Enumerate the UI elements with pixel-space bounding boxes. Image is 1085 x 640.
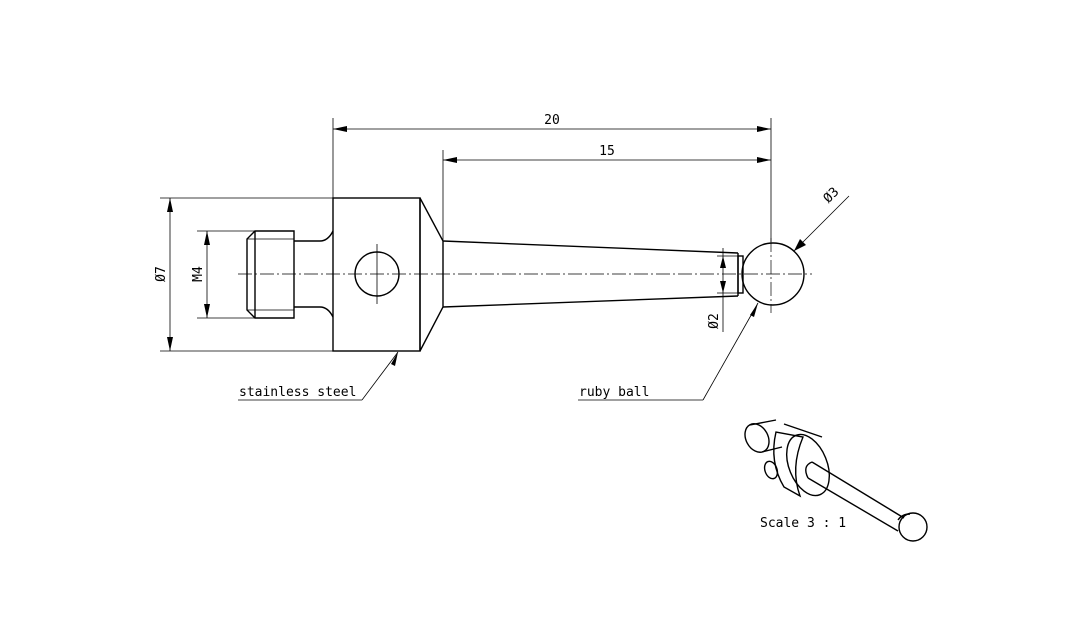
leader-ruby-ball xyxy=(578,302,759,401)
dim-o2-text: Ø2 xyxy=(707,313,722,329)
dim-body-diameter xyxy=(160,197,333,352)
ruby-ball xyxy=(741,242,805,306)
dim-tip-diameter xyxy=(717,248,738,332)
stem xyxy=(442,240,744,308)
label-stainless-steel: stainless steel xyxy=(239,385,356,400)
label-ruby-ball: ruby ball xyxy=(579,385,649,400)
scale-label: Scale 3 : 1 xyxy=(760,516,846,531)
dim-20-text: 20 xyxy=(544,113,560,128)
dim-o7-text: Ø7 xyxy=(154,266,169,282)
dim-15-text: 15 xyxy=(599,144,615,159)
dim-m4-text: M4 xyxy=(191,266,206,282)
thread-section xyxy=(246,230,334,319)
dim-ball-diameter xyxy=(793,195,850,252)
dim-o3-text: Ø3 xyxy=(821,185,843,207)
dim-stem-length xyxy=(442,150,771,240)
iso-ball xyxy=(898,512,928,542)
isometric-view xyxy=(744,419,928,542)
leader-stainless-steel xyxy=(238,351,399,401)
dim-thread xyxy=(197,230,255,319)
dim-overall-length xyxy=(332,118,772,242)
body xyxy=(332,197,444,352)
